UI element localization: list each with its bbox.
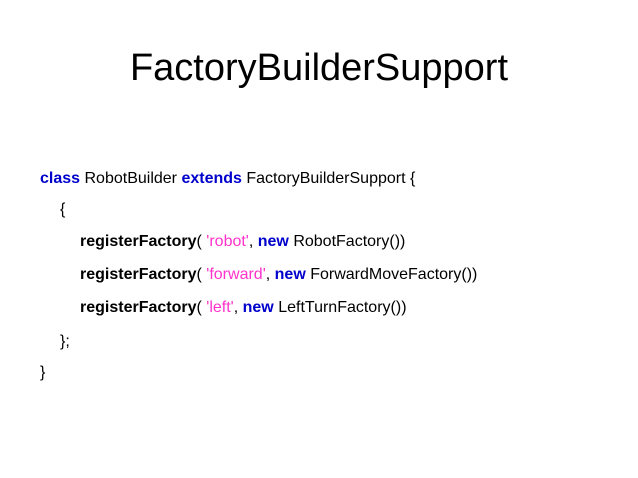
code-line-close-brace: } <box>40 362 45 384</box>
code-line-register-left: registerFactory( 'left', new LeftTurnFac… <box>80 297 407 319</box>
keyword-extends: extends <box>181 170 242 187</box>
code-text: , <box>265 266 275 283</box>
string-literal: 'robot' <box>206 233 249 250</box>
code-text: , <box>233 299 243 316</box>
method-call: registerFactory <box>80 299 197 316</box>
code-text: } <box>40 364 46 381</box>
code-text: RobotBuilder <box>80 170 182 187</box>
code-text: RobotFactory()) <box>288 233 406 250</box>
code-line-register-forward: registerFactory( 'forward', new ForwardM… <box>80 264 477 286</box>
code-text: ( <box>196 233 207 250</box>
code-line-open-brace: { <box>60 199 65 221</box>
slide-title: FactoryBuilderSupport <box>129 47 509 89</box>
code-text: ( <box>196 299 207 316</box>
code-line-class-declaration: class RobotBuilder extends FactoryBuilde… <box>40 168 415 190</box>
keyword-new: new <box>274 266 306 283</box>
keyword-new: new <box>242 299 274 316</box>
string-literal: 'left' <box>206 299 234 316</box>
code-text: , <box>248 233 258 250</box>
method-call: registerFactory <box>80 233 197 250</box>
code-line-close-brace-semicolon: }; <box>60 331 70 353</box>
keyword-new: new <box>257 233 289 250</box>
method-call: registerFactory <box>80 266 197 283</box>
string-literal: 'forward' <box>206 266 266 283</box>
code-text: LeftTurnFactory()) <box>273 299 407 316</box>
code-text: }; <box>60 333 70 350</box>
code-line-register-robot: registerFactory( 'robot', new RobotFacto… <box>80 231 405 253</box>
code-text: ( <box>196 266 207 283</box>
code-text: ForwardMoveFactory()) <box>305 266 478 283</box>
code-text: FactoryBuilderSupport { <box>241 170 416 187</box>
keyword-class: class <box>40 170 81 187</box>
code-text: { <box>60 201 66 218</box>
